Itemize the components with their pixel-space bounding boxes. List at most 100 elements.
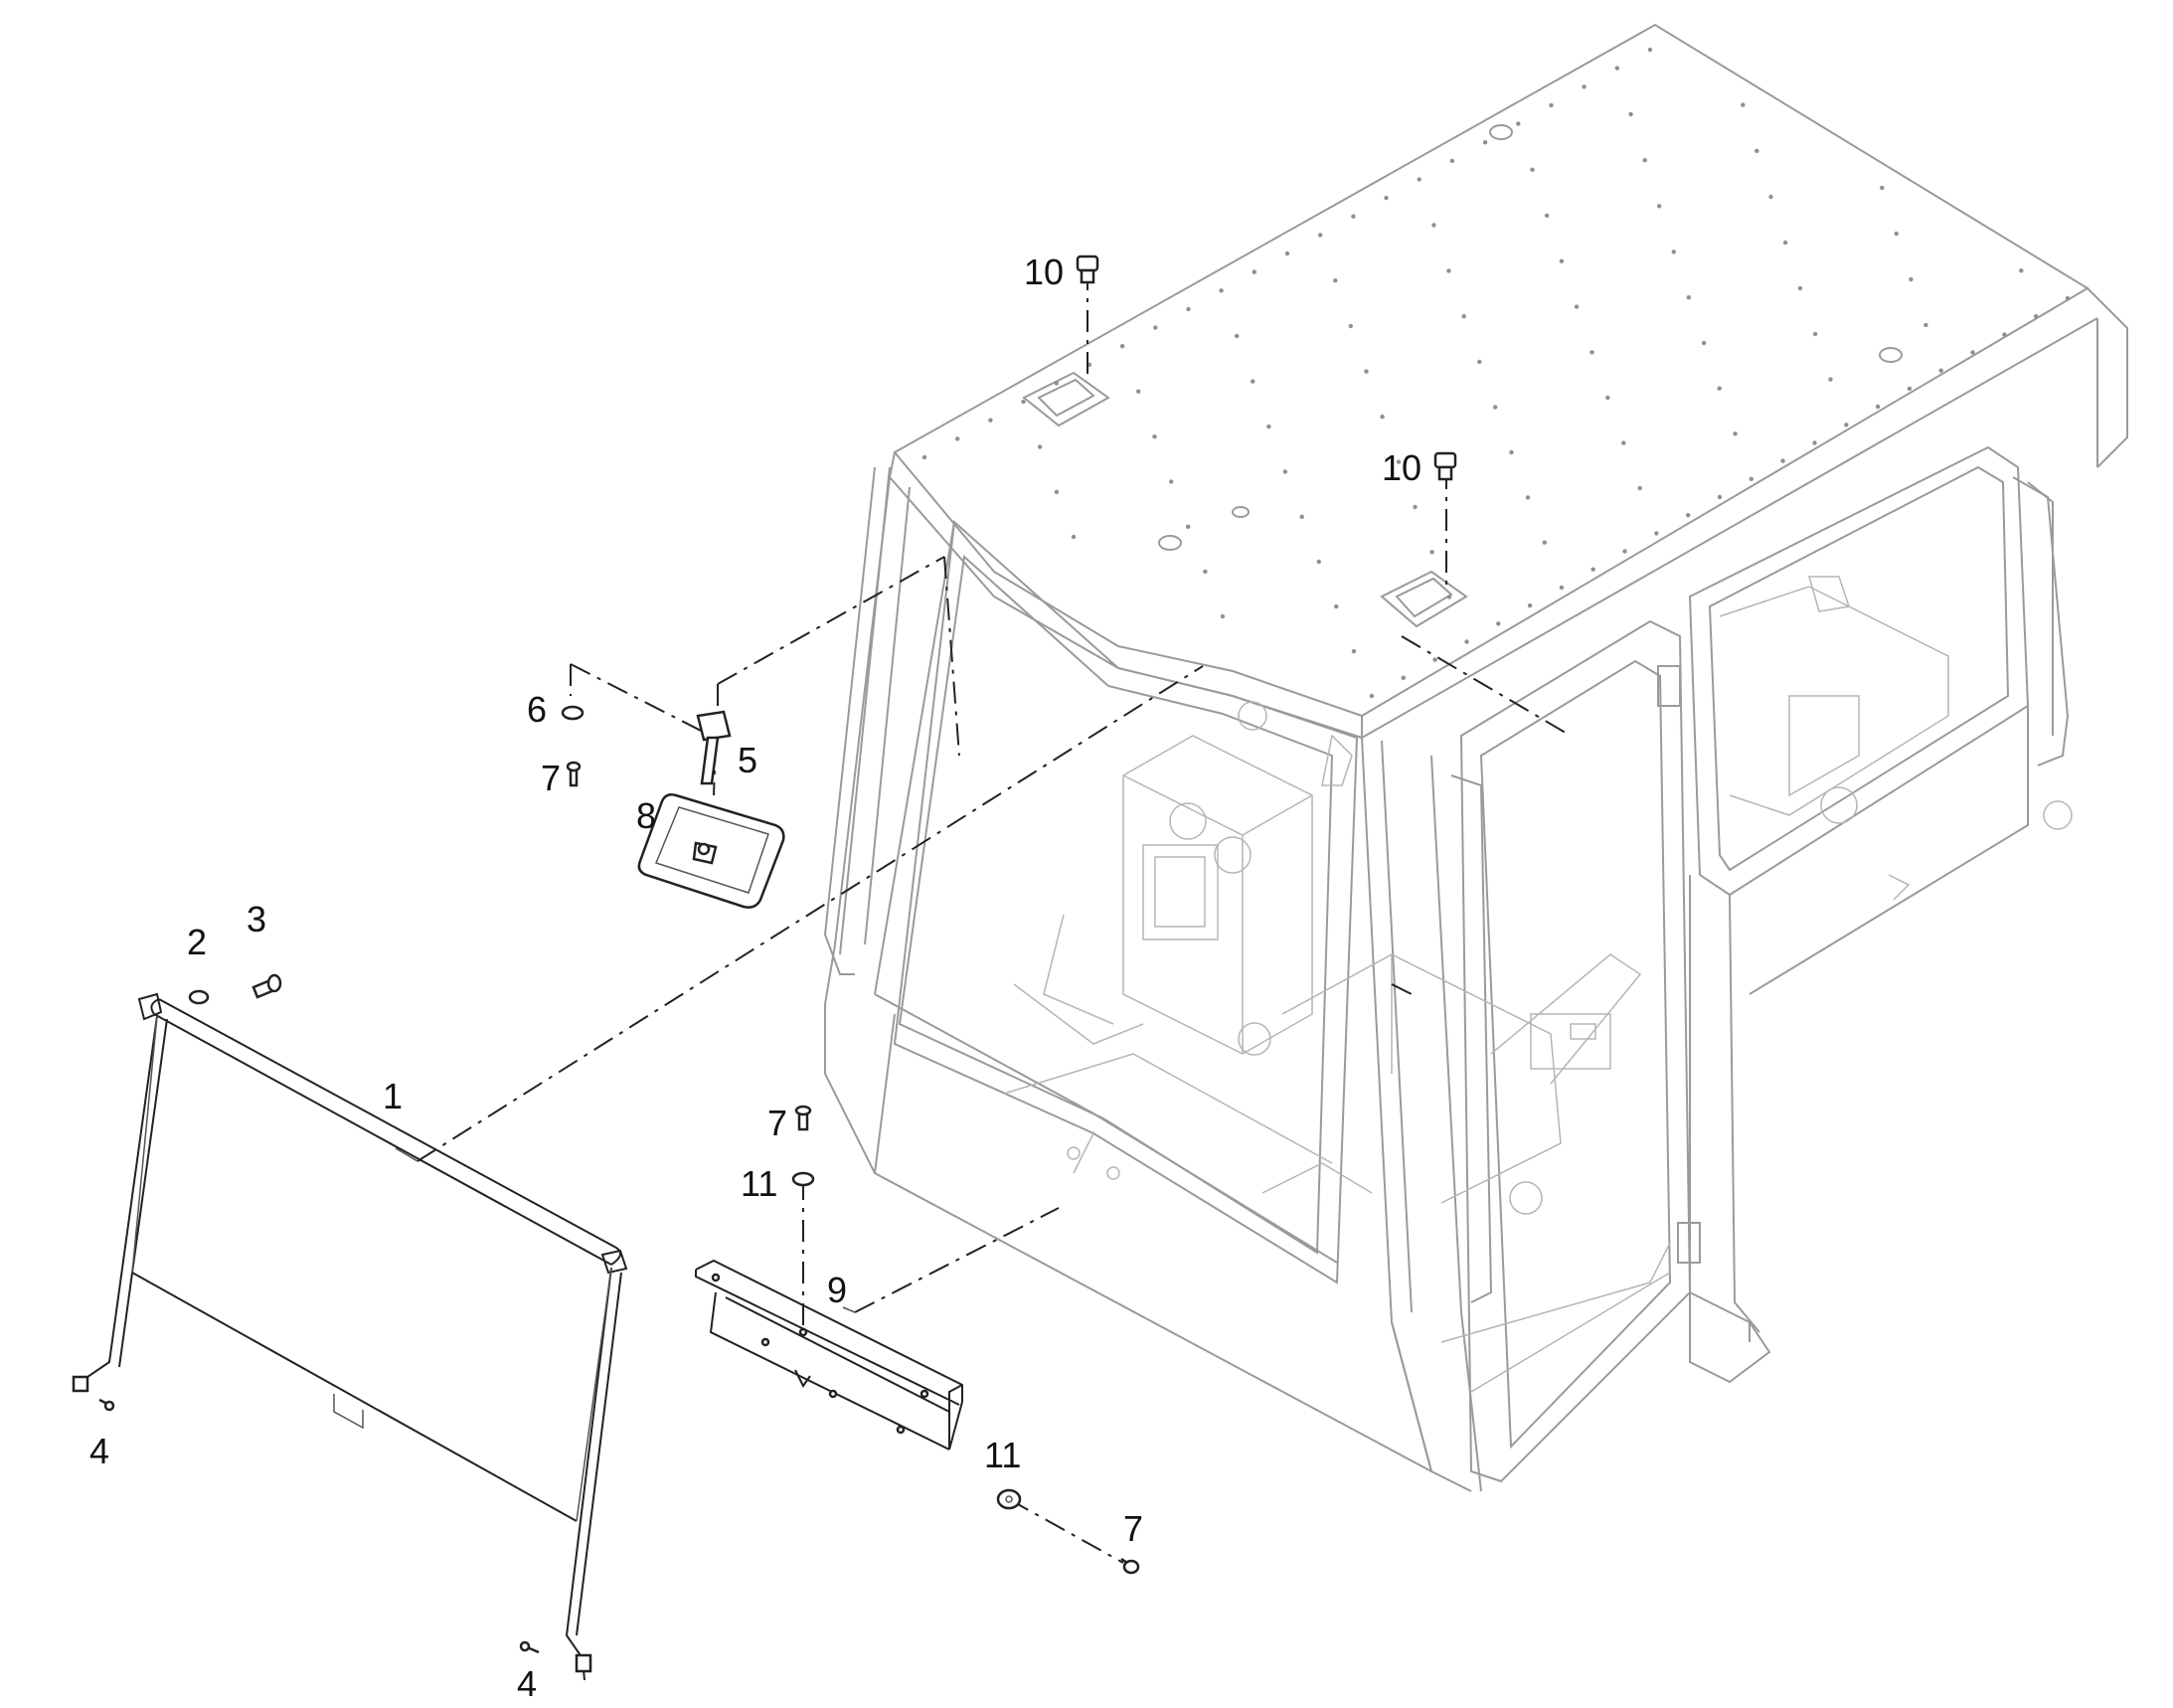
roof-rivet-dot (1417, 177, 1421, 182)
roof-rivet-dot (1351, 214, 1356, 219)
roof-rivet-dot (1021, 399, 1026, 405)
roof-rivet-dot (1071, 534, 1077, 540)
callout-7-middle: 7 (767, 1103, 787, 1143)
roof-rivet-dot (1812, 440, 1817, 445)
part-11-washer-lower (996, 1488, 1022, 1510)
roof-rivet-dot (1544, 213, 1550, 218)
roof-rivet-dot (1364, 369, 1369, 374)
roof-rivet-dot (1429, 550, 1434, 555)
roof-rivet-dot (1446, 268, 1451, 273)
roof-rivet-dot (1493, 405, 1498, 410)
roof-rivet-dot (1186, 524, 1191, 529)
callout-6: 6 (527, 689, 547, 730)
roof-rivet-dot (1589, 350, 1594, 355)
part-10-bolt-top (1076, 255, 1099, 284)
roof-rivet-dot (1741, 102, 1746, 107)
roof-rivet-dot (1413, 504, 1418, 510)
roof-rivet-dot (1923, 322, 1928, 328)
roof-rivet-dot (1549, 102, 1554, 108)
roof-rivet-dot (1509, 449, 1514, 455)
roof-rivet-dot (1219, 288, 1224, 293)
roof-rivet-dot (1907, 386, 1913, 392)
roof-rivet-dot (1054, 489, 1060, 494)
roof-rivet-dot (1461, 314, 1466, 319)
roof-rivet-dot (1686, 295, 1692, 300)
callout-5: 5 (738, 740, 757, 780)
cab-frame (823, 23, 2128, 1492)
part-10-bolt-right (1433, 451, 1457, 481)
roof-rivet-dot (1153, 325, 1158, 330)
roof-rivet-dot (1717, 494, 1723, 500)
roof-rivet-dot (1369, 693, 1375, 699)
roof-rivet-dot (1542, 540, 1548, 545)
roof-rivet-dot (1768, 194, 1773, 200)
roof-rivet-dot (1266, 424, 1271, 429)
roof-rivet-dot (1656, 204, 1662, 209)
roof-rivet-dot (1333, 278, 1338, 283)
roof-rivet-dot (988, 418, 993, 423)
roof-rivet-dot (1780, 458, 1785, 463)
roof-rivet-dot (1516, 121, 1521, 126)
roof-rivet-dot (1401, 675, 1407, 680)
roof-rivet-dot (1647, 47, 1653, 53)
roof-rivet-dot (1119, 344, 1125, 349)
callout-leaders (395, 1147, 856, 1313)
roof-rivet-dot (1733, 431, 1738, 436)
callout-3: 3 (247, 899, 266, 939)
roof-rivet-dot (1334, 603, 1339, 609)
roof-rivet-dot (1037, 444, 1043, 449)
part-11-washer-middle (791, 1171, 815, 1187)
roof-rivet-dot (1717, 386, 1722, 391)
roof-rivet-dot (1525, 495, 1531, 500)
roof-rivet-dot (1894, 231, 1899, 237)
roof-rivet-dot (1755, 148, 1759, 153)
part-9-bracket-channel (695, 1259, 963, 1451)
roof-rivet-dot (955, 436, 960, 441)
roof-rivet-dot (1844, 423, 1849, 427)
part-6-washer (561, 705, 585, 721)
roof-rivet-dot (2065, 295, 2071, 301)
roof-rivet-dot (1909, 276, 1914, 282)
callout-4-left: 4 (89, 1431, 109, 1471)
callout-4-right: 4 (517, 1663, 537, 1703)
roof-rivet-dot (1299, 514, 1304, 519)
roof-rivet-dot (1530, 167, 1535, 172)
callout-11-lower: 11 (984, 1435, 1021, 1475)
roof-rivet-dot (1169, 479, 1174, 484)
part-7-screw-lower (1120, 1557, 1140, 1575)
roof-rivet-dot (1318, 233, 1323, 238)
roof-rivet-dot (1749, 476, 1755, 481)
roof-rivet-dot (1449, 158, 1455, 163)
roof-rivet-dot (1614, 66, 1620, 71)
roof-rivet-dot (1477, 359, 1482, 365)
roof-rivet-dot (1282, 469, 1288, 474)
roof-rivet-dot (1938, 368, 1943, 373)
part-5-bracket (696, 710, 732, 785)
roof-rivet-dot (1496, 621, 1501, 626)
callout-10-right: 10 (1382, 447, 1421, 488)
roof-rivet-dot (1152, 434, 1157, 439)
roof-rivet-dot (1875, 404, 1881, 410)
roof-rivet-dot (1828, 377, 1833, 382)
roof-rivet-dot (1384, 195, 1389, 201)
roof-rivet-dot (1559, 258, 1565, 263)
roof-rivet-dot (1654, 531, 1659, 536)
roof-rivet-dot (1284, 251, 1290, 256)
roof-rivet-dot (1432, 657, 1437, 662)
roof-rivet-dot (1637, 485, 1642, 491)
roof-rivet-dot (2034, 314, 2039, 319)
callout-labels: 1 2 3 4 4 5 6 7 7 7 8 9 10 10 11 11 (89, 252, 1421, 1704)
roof-rivet-dot (1203, 569, 1208, 575)
callout-9: 9 (827, 1270, 847, 1310)
part-7-screw-middle (794, 1105, 812, 1131)
callout-1: 1 (383, 1076, 403, 1116)
roof-rivet-dot (1574, 304, 1580, 309)
callout-11-middle: 11 (741, 1163, 777, 1204)
roof-rivet-dot (1621, 440, 1626, 445)
part-8-mirror (637, 793, 785, 909)
roof-rivet-dot (1605, 395, 1610, 401)
assembly-lines (417, 268, 1572, 1564)
part-4-screw-right (519, 1640, 540, 1654)
roof-rivet-dot (1235, 333, 1240, 339)
